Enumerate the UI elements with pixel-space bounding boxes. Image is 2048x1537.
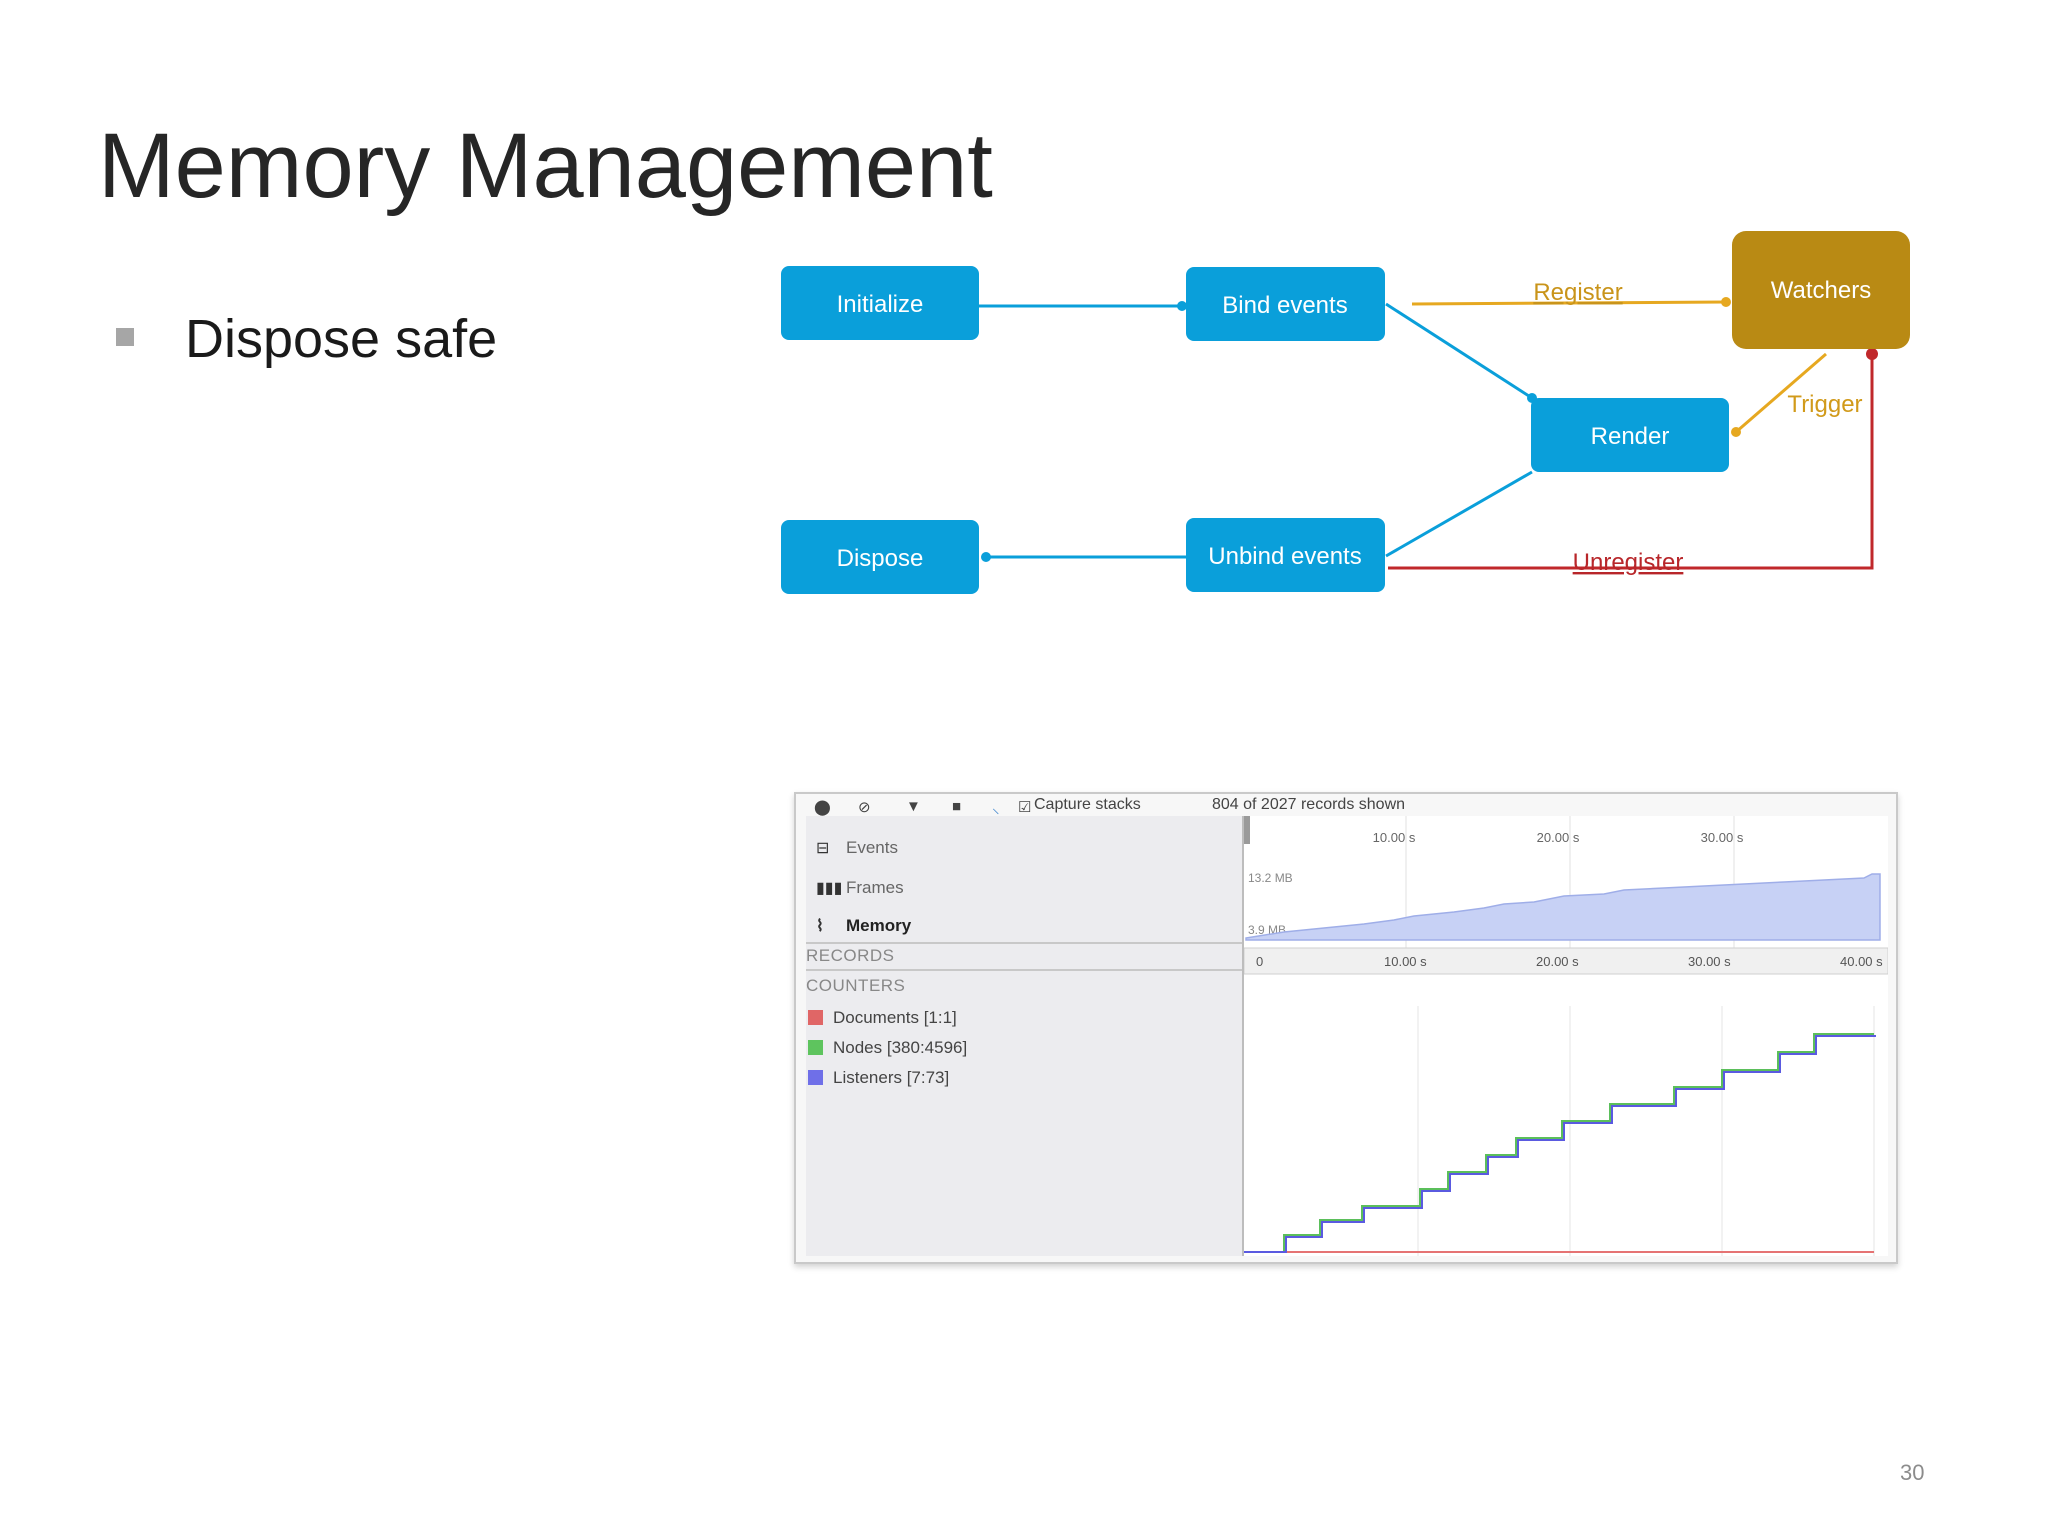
timeline-sidebar: ⊟ Events ▮▮▮Frames ⌇ Memory RECORDS COUNTE… [806,816,1242,1256]
slide-title: Memory Management [98,115,993,217]
edge-unregister [1388,354,1874,570]
timeline-graphs: 10.00 s 20.00 s 30.00 s 13.2 MB 3.9 MB 0… [1244,816,1888,1256]
node-initialize: Initialize [781,266,979,340]
edge-dot [981,552,991,562]
overview-tick: 30.00 s [1701,830,1744,845]
garbage-icon[interactable]: ■ [952,798,962,815]
memory-icon: ⌇ [816,918,824,935]
checkbox-icon[interactable]: ☑ [1018,799,1032,816]
profile-icon[interactable]: ⸜ [992,800,1000,817]
edge-dot [1866,348,1878,360]
ruler-tick: 40.00 s [1840,954,1883,969]
node-render-label: Render [1591,423,1670,450]
counter-label: Documents [1:1] [833,1008,957,1027]
counter-label: Nodes [380:4596] [833,1038,968,1057]
overview-handle[interactable] [1244,816,1250,844]
node-render: Render [1531,398,1729,472]
ruler-tick: 0 [1256,954,1263,969]
bullet-dispose-safe: Dispose safe [185,309,498,369]
node-unbind-events-label: Unbind events [1208,543,1361,570]
devtools-timeline-panel: ⬤ ⊘ ▼ ■ ⸜ ☑ Capture stacks 804 of 2027 r… [794,792,1898,1264]
node-unbind-events: Unbind events [1186,518,1385,592]
documents-swatch [808,1010,823,1025]
overview-tick: 10.00 s [1373,830,1416,845]
ruler-tick: 30.00 s [1688,954,1731,969]
records-section-label: RECORDS [806,946,895,965]
nodes-swatch [808,1040,823,1055]
node-watchers: Watchers [1732,231,1910,349]
label-register: Register [1533,279,1622,306]
counter-label: Listeners [7:73] [833,1068,950,1087]
timeline-main: 10.00 s 20.00 s 30.00 s 13.2 MB 3.9 MB 0… [1244,816,1888,1256]
node-initialize-label: Initialize [837,291,924,318]
node-bind-events: Bind events [1186,267,1385,341]
frames-icon: ▮▮▮ [816,880,843,897]
timeline-item-label: Events [846,838,898,857]
counter-listeners[interactable]: Listeners [7:73] [808,1068,949,1088]
ruler-tick: 10.00 s [1384,954,1427,969]
memory-area [1245,873,1881,941]
node-dispose-label: Dispose [837,545,924,572]
events-icon: ⊟ [816,840,830,857]
memory-max-label: 13.2 MB [1248,871,1293,885]
label-trigger: Trigger [1787,391,1862,418]
timeline-item-frames[interactable]: ▮▮▮Frames [816,878,904,908]
time-ruler [1244,947,1888,975]
timeline-item-label: Frames [846,878,904,897]
edge-register [1411,300,1727,306]
counters-section-label: COUNTERS [806,976,906,995]
record-icon[interactable]: ⬤ [814,799,831,816]
timeline-item-label: Memory [846,916,912,935]
lifecycle-diagram: Initialize Bind events Watchers Render D… [781,231,1910,594]
edge-trigger [1735,352,1827,434]
counter-documents[interactable]: Documents [1:1] [808,1008,957,1028]
bullet-square [116,328,134,346]
listeners-swatch [808,1070,823,1085]
divider [806,942,1242,944]
sidebar-splitter[interactable] [1242,816,1244,1256]
label-unregister: Unregister [1573,549,1684,576]
node-watchers-label: Watchers [1771,277,1871,304]
overview-tick: 20.00 s [1537,830,1580,845]
nodes-line [1244,1033,1874,1253]
filter-icon[interactable]: ▼ [906,798,921,815]
records-shown-label: 804 of 2027 records shown [1212,796,1406,813]
edge-render-unbind [1385,470,1533,558]
page-number: 30 [1900,1460,1925,1485]
edge-dot [1721,297,1731,307]
timeline-item-events[interactable]: ⊟ Events [816,838,898,868]
counter-nodes[interactable]: Nodes [380:4596] [808,1038,967,1058]
timeline-item-memory[interactable]: ⌇ Memory [816,916,911,946]
edge-bind-render [1385,302,1533,400]
listeners-line [1244,1035,1876,1253]
edge-dot [1177,301,1187,311]
devtools-toolbar: ⬤ ⊘ ▼ ■ ⸜ ☑ Capture stacks 804 of 2027 r… [796,794,1896,817]
clear-icon[interactable]: ⊘ [858,799,871,816]
node-bind-events-label: Bind events [1222,292,1347,319]
ruler-tick: 20.00 s [1536,954,1579,969]
node-dispose: Dispose [781,520,979,594]
divider [806,969,1242,971]
capture-stacks-label[interactable]: Capture stacks [1034,796,1141,813]
edge-dot [1731,427,1741,437]
